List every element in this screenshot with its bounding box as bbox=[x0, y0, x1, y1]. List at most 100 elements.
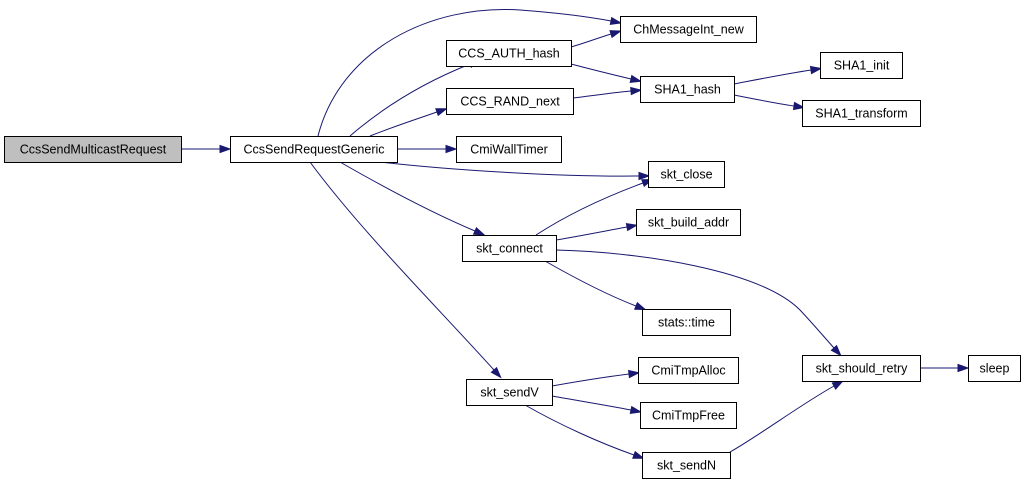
edge-ccs-auth-hash-to-sha1-hash bbox=[570, 63, 643, 83]
edge-line bbox=[551, 373, 630, 387]
edge-skt-connect-to-stats-time bbox=[544, 260, 647, 311]
node-box bbox=[640, 402, 737, 429]
arrow-head-icon bbox=[630, 86, 643, 96]
arrow-head-icon bbox=[490, 366, 502, 379]
node-skt-connect[interactable]: skt_connect bbox=[462, 235, 557, 262]
arrow-head-icon bbox=[625, 222, 639, 232]
node-label: CCS_AUTH_hash bbox=[458, 47, 559, 61]
node-cmitmpfree[interactable]: CmiTmpFree bbox=[640, 402, 737, 429]
node-box bbox=[802, 355, 921, 382]
node-label: CcsSendMulticastRequest bbox=[20, 143, 167, 157]
edge-line bbox=[729, 385, 835, 453]
arrow-head-icon bbox=[831, 380, 845, 390]
arrow-head-icon bbox=[792, 101, 806, 111]
node-skt-close[interactable]: skt_close bbox=[648, 161, 725, 188]
node-ccssendmulticastrequest: CcsSendMulticastRequest bbox=[4, 136, 182, 163]
node-sha1-hash[interactable]: SHA1_hash bbox=[640, 76, 735, 103]
edge-line bbox=[555, 249, 835, 349]
edge-ccssendrequestgeneric-to-skt-sendv bbox=[309, 161, 502, 379]
node-skt-sendv[interactable]: skt_sendV bbox=[466, 379, 553, 406]
node-box bbox=[456, 136, 562, 163]
edge-ccssendrequestgeneric-to-skt-connect bbox=[339, 161, 486, 236]
edge-line bbox=[369, 111, 438, 137]
arrow-head-icon bbox=[609, 30, 623, 39]
edge-skt-connect-to-skt-should-retry bbox=[555, 249, 842, 357]
edge-line bbox=[544, 260, 637, 307]
node-sha1-init[interactable]: SHA1_init bbox=[820, 52, 903, 79]
edge-skt-sendv-to-cmitmpalloc bbox=[551, 369, 641, 387]
node-sha1-transform[interactable]: SHA1_transform bbox=[802, 100, 921, 127]
edge-ccs-rand-next-to-sha1-hash bbox=[572, 86, 643, 99]
edge-ccssendrequestgeneric-to-chmessageint-new bbox=[317, 8, 623, 137]
edge-ccssendmulticastrequest-to-ccssendrequestgeneric bbox=[181, 144, 232, 154]
edge-line bbox=[535, 182, 644, 236]
node-box bbox=[820, 52, 903, 79]
arrow-head-icon bbox=[830, 344, 842, 357]
edge-sha1-hash-to-sha1-init bbox=[733, 65, 823, 85]
node-label: CcsSendRequestGeneric bbox=[243, 143, 384, 157]
edge-line bbox=[379, 161, 640, 177]
node-label: SHA1_init bbox=[834, 59, 890, 73]
node-skt-build-addr[interactable]: skt_build_addr bbox=[636, 209, 741, 236]
edge-skt-connect-to-skt-build-addr bbox=[555, 222, 639, 241]
node-box bbox=[446, 40, 572, 67]
node-box bbox=[462, 235, 557, 262]
edge-line bbox=[309, 161, 495, 371]
node-label: SHA1_hash bbox=[654, 83, 721, 97]
edge-line bbox=[572, 90, 632, 99]
edge-skt-sendn-to-skt-should-retry bbox=[729, 380, 845, 453]
node-ccs-auth-hash[interactable]: CCS_AUTH_hash bbox=[446, 40, 572, 67]
node-label: skt_should_retry bbox=[816, 362, 908, 376]
arrow-head-icon bbox=[629, 405, 643, 414]
edges-layer bbox=[181, 8, 970, 459]
node-label: CmiTmpAlloc bbox=[651, 364, 725, 378]
arrow-head-icon bbox=[445, 144, 458, 154]
node-ccssendrequestgeneric[interactable]: CcsSendRequestGeneric bbox=[230, 136, 398, 163]
node-skt-should-retry[interactable]: skt_should_retry bbox=[802, 355, 921, 382]
node-stats-time[interactable]: stats::time bbox=[642, 309, 731, 336]
node-chmessageint-new[interactable]: ChMessageInt_new bbox=[620, 16, 757, 43]
arrow-head-icon bbox=[638, 171, 651, 181]
node-skt-sendn[interactable]: skt_sendN bbox=[642, 452, 731, 479]
node-label: skt_close bbox=[660, 168, 712, 182]
arrow-head-icon bbox=[632, 450, 645, 459]
node-label: skt_connect bbox=[476, 242, 543, 256]
arrow-head-icon bbox=[809, 65, 823, 75]
node-label: skt_build_addr bbox=[648, 216, 729, 230]
edge-line bbox=[733, 69, 812, 85]
edge-line bbox=[551, 395, 632, 411]
node-cmitmpalloc[interactable]: CmiTmpAlloc bbox=[638, 357, 739, 384]
arrow-head-icon bbox=[472, 226, 486, 236]
arrow-head-icon bbox=[628, 369, 641, 379]
node-box bbox=[620, 16, 757, 43]
node-cmiwalltimer[interactable]: CmiWallTimer bbox=[456, 136, 562, 163]
edge-ccs-auth-hash-to-chmessageint-new bbox=[570, 30, 623, 48]
node-sleep[interactable]: sleep bbox=[968, 355, 1021, 382]
node-box bbox=[466, 379, 553, 406]
arrow-head-icon bbox=[609, 16, 623, 25]
nodes-layer: CcsSendMulticastRequest CcsSendRequestGen… bbox=[4, 16, 1021, 479]
edge-line bbox=[570, 33, 612, 48]
node-label: CmiWallTimer bbox=[470, 143, 548, 157]
node-label: sleep bbox=[980, 362, 1010, 376]
edge-ccssendrequestgeneric-to-ccs-rand-next bbox=[369, 108, 448, 137]
edge-skt-sendv-to-cmitmpfree bbox=[551, 395, 643, 414]
node-box bbox=[640, 76, 735, 103]
edge-skt-sendv-to-skt-sendn bbox=[524, 404, 645, 459]
node-box bbox=[230, 136, 398, 163]
arrow-head-icon bbox=[957, 363, 970, 373]
edge-sha1-hash-to-sha1-transform bbox=[733, 94, 806, 111]
edge-line bbox=[317, 8, 612, 137]
node-box bbox=[4, 136, 182, 163]
node-box bbox=[802, 100, 921, 127]
node-box bbox=[446, 88, 574, 115]
arrow-head-icon bbox=[633, 301, 647, 311]
node-ccs-rand-next[interactable]: CCS_RAND_next bbox=[446, 88, 574, 115]
edge-line bbox=[570, 63, 632, 80]
node-box bbox=[968, 355, 1021, 382]
arrow-head-icon bbox=[219, 144, 232, 154]
node-box bbox=[648, 161, 725, 188]
edge-line bbox=[339, 161, 476, 232]
node-box bbox=[642, 452, 731, 479]
